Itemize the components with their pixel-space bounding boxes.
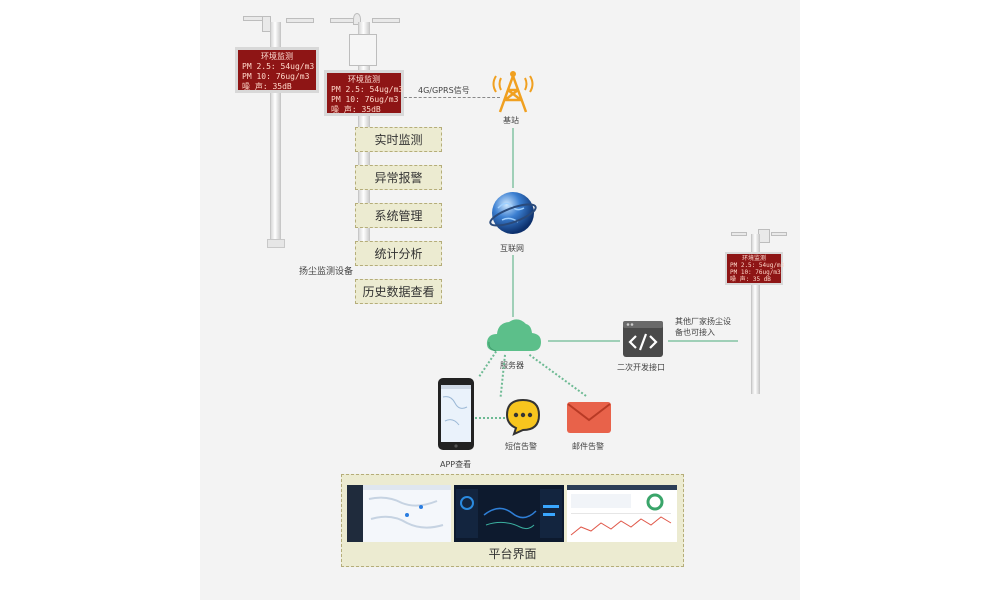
platform-label: 平台界面 [488, 547, 537, 561]
connector-line [512, 128, 514, 188]
email-label: 邮件告警 [572, 442, 604, 451]
envelope-icon [567, 402, 611, 433]
api-label: 二次开发接口 [617, 363, 665, 372]
led-row: PM 2.5: 54ug/m3 [331, 85, 404, 94]
globe-icon [489, 192, 537, 234]
platform-screenshot-map [347, 485, 451, 542]
code-icon [623, 321, 663, 357]
feature-realtime-monitoring: 实时监测 [355, 127, 442, 152]
cloud-icon [486, 319, 541, 352]
wind-vane-icon [731, 232, 747, 236]
led-row: PM 2.5: 54ug/m3 [730, 262, 785, 269]
phone-icon [438, 378, 474, 450]
feature-alarm: 异常报警 [355, 165, 442, 190]
signal-label: 4G/GPRS信号 [418, 86, 470, 95]
internet-label: 互联网 [500, 244, 524, 253]
led-row: PM 10: 76ug/m3 [242, 72, 310, 81]
platform-screenshot-statistics [567, 485, 677, 542]
anemometer-icon [771, 232, 787, 236]
led-row: PM 2.5: 54ug/m3 [242, 62, 315, 71]
tower-icon [492, 71, 534, 113]
sensor-box [349, 34, 377, 66]
signal-line [404, 97, 500, 98]
led-row: 噪 声: 35 dB [730, 276, 771, 283]
led-row: PM 10: 76ug/m3 [730, 269, 781, 276]
led-title: 环境监测 [348, 75, 380, 84]
led-display: 环境监测 PM 2.5: 54ug/m3 PM 10: 76ug/m3 噪 声:… [725, 252, 785, 285]
other-devices-label: 其他厂家扬尘设 备也可接入 [675, 317, 731, 337]
anemometer-icon [286, 18, 314, 23]
base-station-label: 基站 [503, 116, 519, 125]
dotted-connector [475, 417, 505, 419]
led-row: 噪 声: 35dB [331, 105, 381, 114]
connector-line [512, 255, 514, 317]
feature-statistics: 统计分析 [355, 241, 442, 266]
server-label: 服务器 [500, 361, 524, 370]
led-display: 环境监测 PM 2.5: 54ug/m3 PM 10: 76ug/m3 噪 声:… [324, 70, 404, 116]
feature-system-management: 系统管理 [355, 203, 442, 228]
rain-sensor-icon [353, 13, 361, 25]
sms-label: 短信告警 [505, 442, 537, 451]
chat-icon [505, 398, 541, 436]
led-title: 环境监测 [261, 52, 293, 61]
app-label: APP查看 [440, 460, 472, 469]
feature-history: 历史数据查看 [355, 279, 442, 304]
led-display: 环境监测 PM 2.5: 54ug/m3 PM 10: 76ug/m3 噪 声:… [235, 47, 319, 93]
connector-line [548, 340, 620, 342]
connector-line [668, 340, 738, 342]
anemometer-icon [372, 18, 400, 23]
devices-label: 扬尘监测设备 [299, 267, 354, 277]
led-row: 噪 声: 35dB [242, 82, 292, 91]
platform-screenshot-dashboard [454, 485, 564, 542]
led-title: 环境监测 [741, 255, 766, 262]
led-row: PM 10: 76ug/m3 [331, 95, 399, 104]
